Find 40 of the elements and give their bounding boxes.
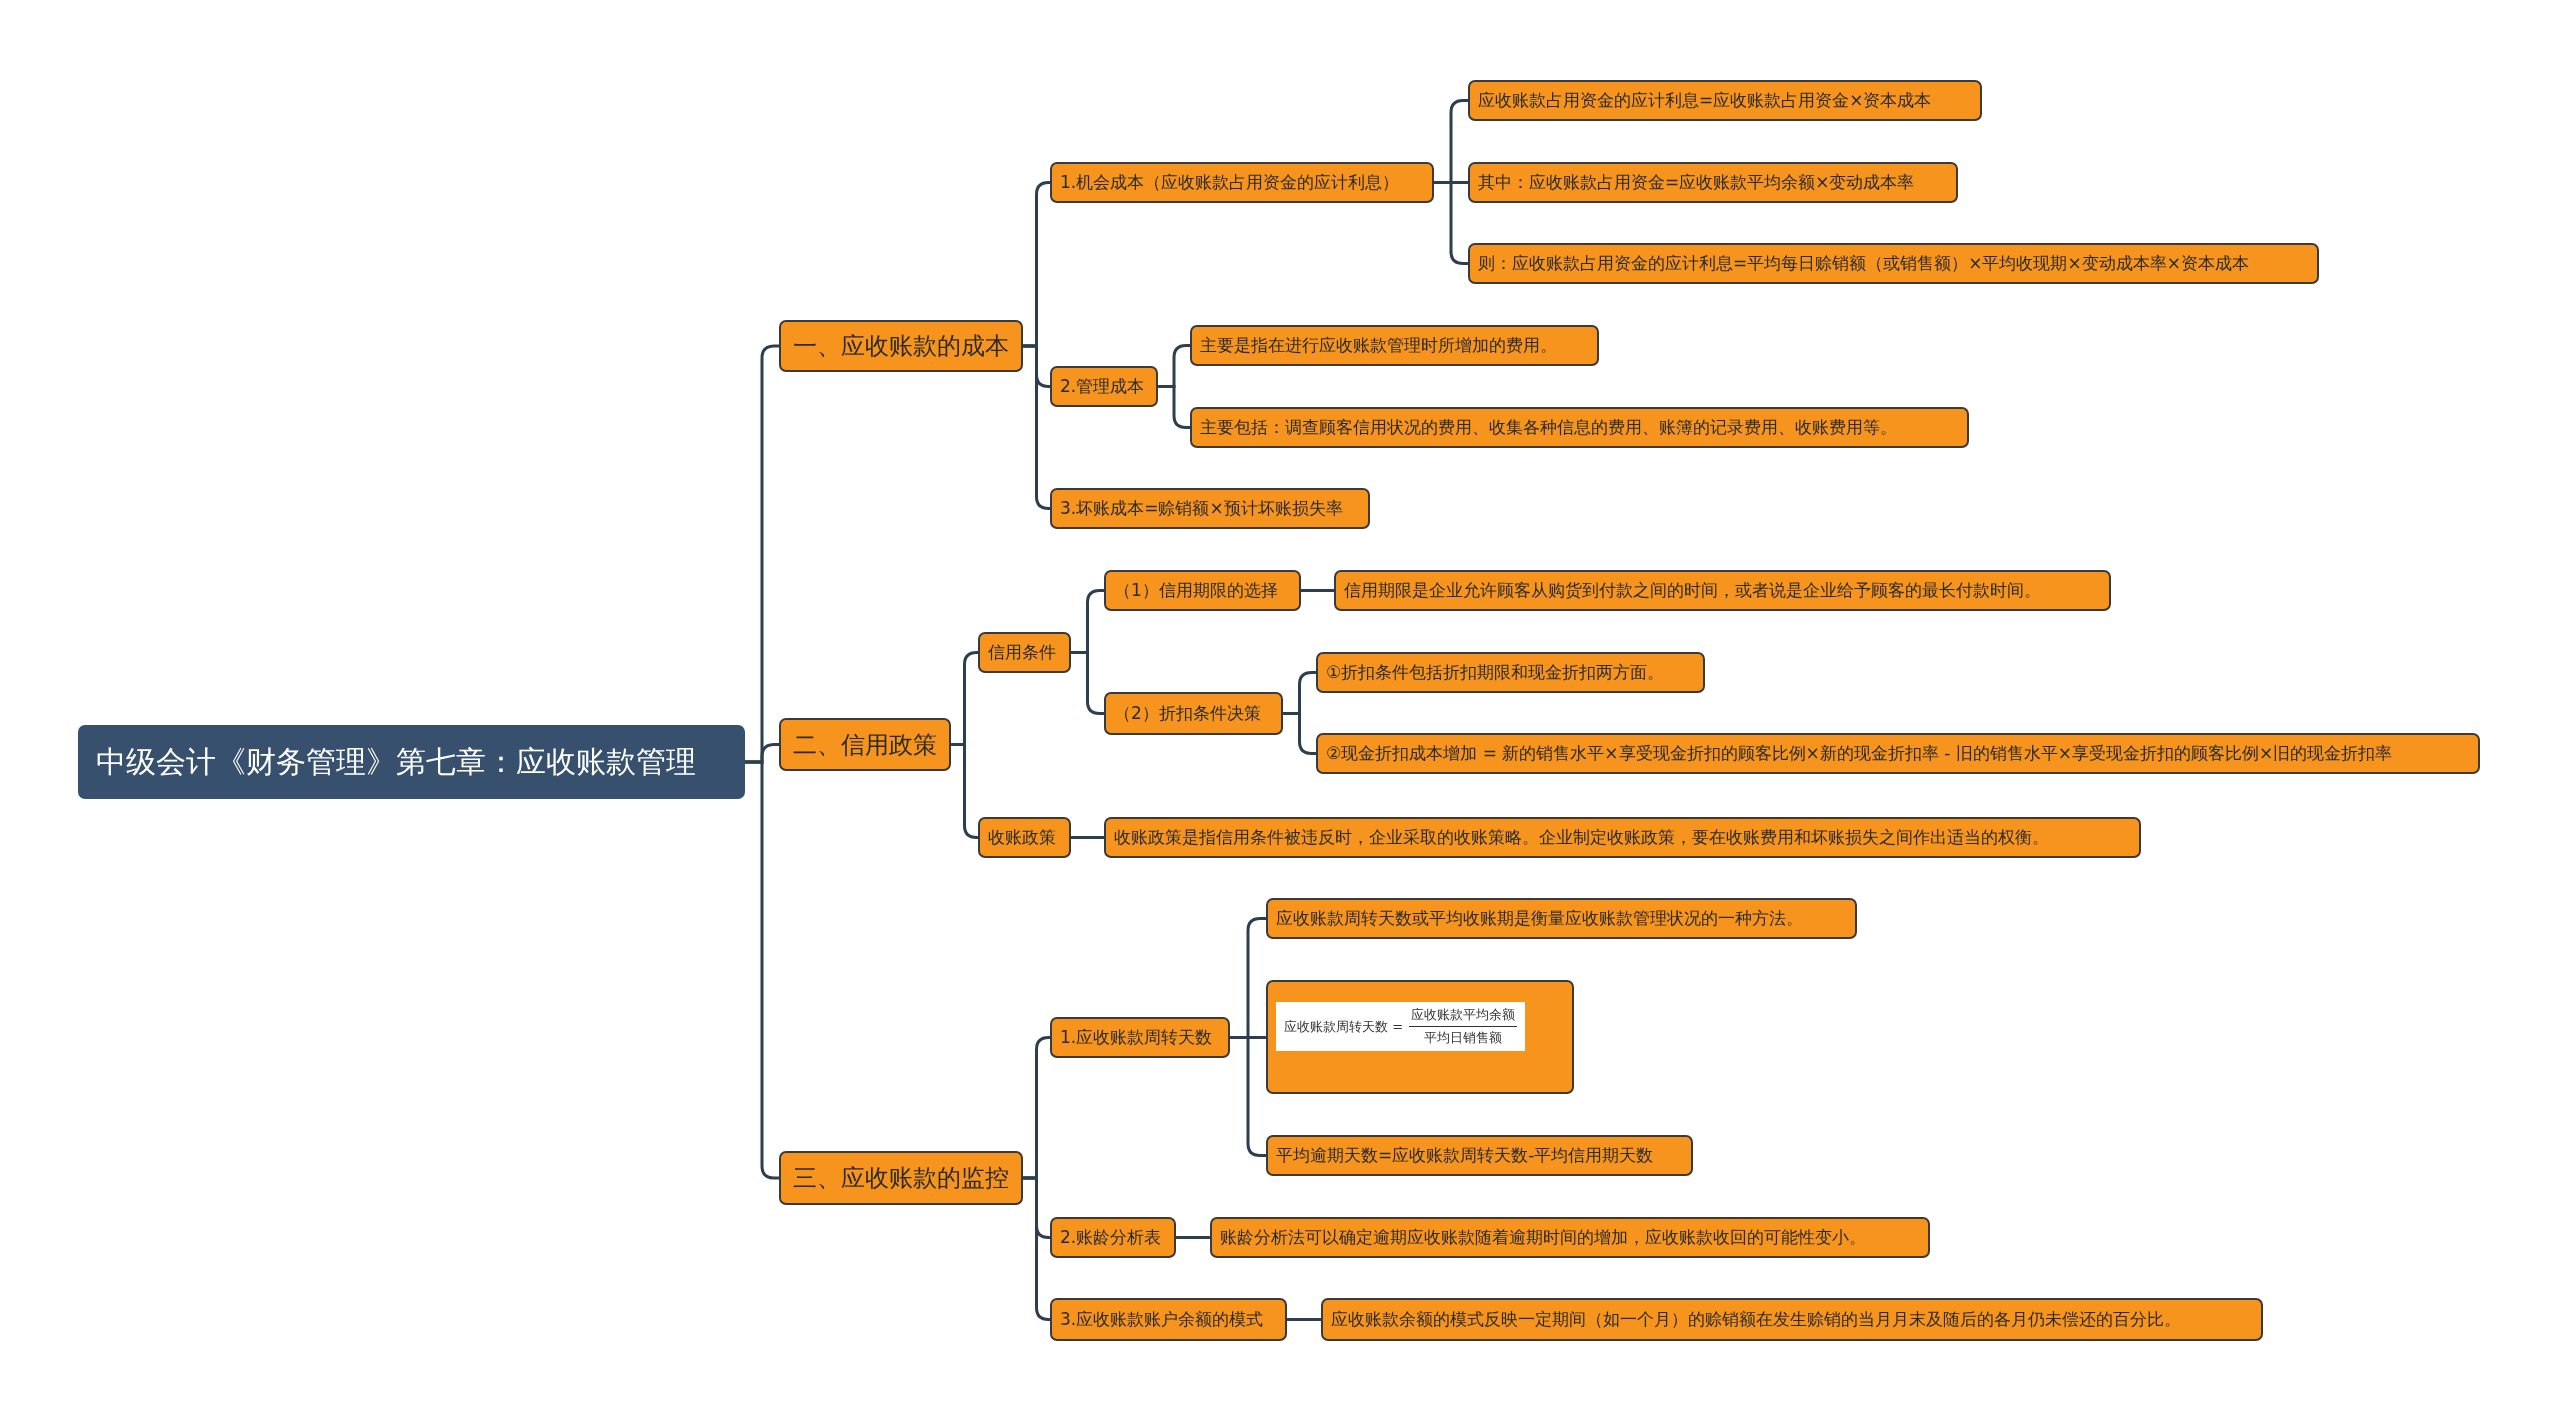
topic-box: 3.应收账款账户余额的模式: [1050, 1298, 1287, 1341]
topic-box: 则：应收账款占用资金的应计利息=平均每日赊销额（或销售额）×平均收现期×变动成本率×资本成本: [1468, 243, 2319, 284]
topic-box: 3.坏账成本=赊销额×预计坏账损失率: [1050, 488, 1370, 529]
connector-line: [1287, 1318, 1321, 1321]
formula-box: [1266, 980, 1574, 1094]
topic-box: 1.机会成本（应收账款占用资金的应计利息）: [1050, 162, 1434, 203]
topic-box: 三、应收账款的监控: [779, 1151, 1023, 1205]
topic-box: 2.管理成本: [1050, 366, 1158, 407]
topic-box: 二、信用政策: [779, 718, 951, 771]
topic-box: （1）信用期限的选择: [1104, 570, 1301, 611]
topic-box: 信用条件: [978, 632, 1071, 673]
topic-box: 信用期限是企业允许顾客从购货到付款之间的时间，或者说是企业给予顾客的最长付款时间。: [1334, 570, 2111, 611]
connector-line: [1158, 385, 1190, 429]
topic-box: ①折扣条件包括折扣期限和现金折扣两方面。: [1316, 652, 1705, 693]
topic-box: 主要包括：调查顾客信用状况的费用、收集各种信息的费用、账簿的记录费用、收账费用等。: [1190, 407, 1969, 448]
topic-box: 其中：应收账款占用资金=应收账款平均余额×变动成本率: [1468, 162, 1958, 203]
topic-box: 主要是指在进行应收账款管理时所增加的费用。: [1190, 325, 1599, 366]
topic-box: 应收账款余额的模式反映一定期间（如一个月）的赊销额在发生赊销的当月月末及随后的各月仍未偿还的百分比。: [1321, 1298, 2263, 1341]
formula-text: 应收账款周转天数 =: [1284, 1017, 1404, 1036]
fraction-numerator: 应收账款平均余额: [1409, 1006, 1518, 1027]
connector-line: [1301, 589, 1334, 592]
connector-line: [1230, 1036, 1266, 1157]
topic-box: 应收账款占用资金的应计利息=应收账款占用资金×资本成本: [1468, 80, 1982, 121]
connector-line: [1071, 836, 1104, 839]
topic-box: 收账政策: [978, 817, 1071, 858]
topic-box: 1.应收账款周转天数: [1050, 1017, 1230, 1058]
topic-box: 收账政策是指信用条件被违反时，企业采取的收账策略。企业制定收账政策，要在收账费用和坏账损失之间作出适当的权衡。: [1104, 817, 2141, 858]
topic-box: 账龄分析法可以确定逾期应收账款随着逾期时间的增加，应收账款收回的可能性变小。: [1210, 1217, 1930, 1258]
topic-box: 一、应收账款的成本: [779, 320, 1023, 372]
connector-line: [1023, 344, 1051, 510]
topic-box: ②现金折扣成本增加 = 新的销售水平×享受现金折扣的顾客比例×新的现金折扣率 - 旧的销售水平×享受现金折扣的顾客比例×旧的现金折扣率: [1316, 733, 2480, 774]
fraction-denominator: 平均日销售额: [1424, 1029, 1503, 1047]
connector-line: [1176, 1236, 1210, 1239]
connector-line: [1023, 1176, 1051, 1321]
topic-box: 应收账款周转天数或平均收账期是衡量应收账款管理状况的一种方法。: [1266, 898, 1857, 939]
topic-box: 2.账龄分析表: [1050, 1217, 1176, 1258]
topic-box: 平均逾期天数=应收账款周转天数-平均信用期天数: [1266, 1135, 1693, 1176]
topic-box: （2）折扣条件决策: [1104, 692, 1283, 735]
connector-line: [1283, 712, 1316, 755]
central-topic-box: 中级会计《财务管理》第七章：应收账款管理: [78, 725, 745, 799]
